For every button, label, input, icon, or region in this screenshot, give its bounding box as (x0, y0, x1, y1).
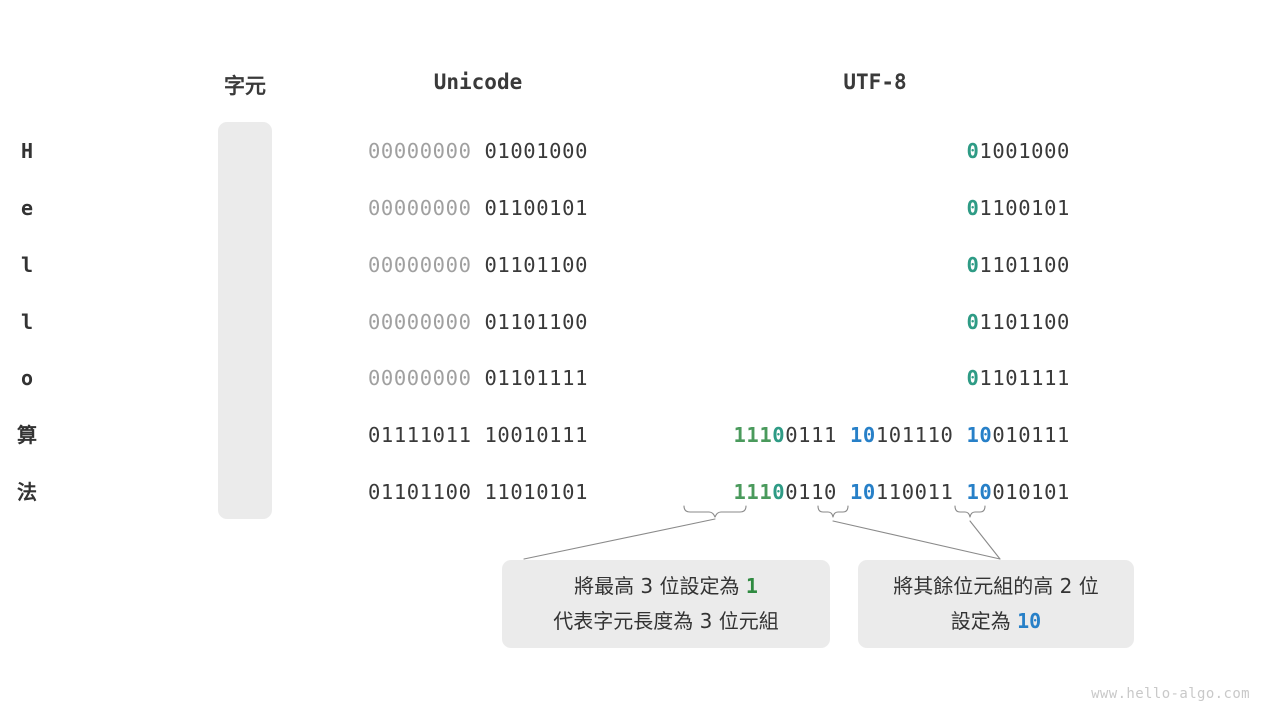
utf8-continuation-marker-bits: 10 (966, 423, 993, 447)
utf8-payload-bits: 1101100 (979, 310, 1070, 334)
unicode-low-byte: 01101100 (484, 253, 589, 277)
unicode-value: 01101100 11010101 (330, 479, 626, 505)
unicode-high-byte: 00000000 (367, 366, 472, 390)
header-utf8: UTF-8 (843, 70, 907, 94)
utf8-continuation-marker-bits: 10 (849, 480, 876, 504)
brace-continuation-byte-3 (954, 505, 986, 518)
unicode-value: 00000000 01101100 (330, 252, 626, 278)
annotation-line: 將其餘位元組的高 2 位 (893, 574, 1099, 598)
leader-line-note-2a (832, 520, 1001, 560)
annotation-line: 將最高 3 位設定為 1 (574, 569, 758, 604)
unicode-high-byte: 00000000 (367, 139, 472, 163)
character-column-panel (218, 122, 272, 519)
character-cell: e (20, 196, 34, 220)
utf8-leading-bit: 0 (966, 253, 980, 277)
unicode-low-byte: 01101100 (484, 310, 589, 334)
utf8-continuation-marker-bits: 10 (849, 423, 876, 447)
character-cell: l (20, 310, 34, 334)
unicode-low-byte: 01100101 (484, 196, 589, 220)
utf8-value: 01101111 (660, 365, 1070, 391)
unicode-low-byte: 10010111 (484, 423, 589, 447)
watermark: www.hello-algo.com (1091, 686, 1250, 702)
utf8-continuation-marker-bits: 10 (966, 480, 993, 504)
character-cell: 算 (17, 423, 37, 447)
annotation-line: 代表字元長度為 3 位元組 (553, 609, 779, 633)
character-cell: l (20, 253, 34, 277)
utf8-payload-bits: 010111 (992, 423, 1070, 447)
utf8-length-marker-bits: 111 (733, 480, 773, 504)
annotation-highlight-value: 1 (745, 574, 758, 598)
annotation-line: 設定為 10 (951, 604, 1041, 639)
unicode-value: 00000000 01001000 (330, 138, 626, 164)
annotation-text: 將最高 3 位設定為 (574, 574, 746, 598)
unicode-value: 00000000 01100101 (330, 195, 626, 221)
utf8-payload-bits: 010101 (992, 480, 1070, 504)
utf8-value: 01100101 (660, 195, 1070, 221)
unicode-high-byte: 00000000 (367, 310, 472, 334)
unicode-low-byte: 11010101 (484, 480, 589, 504)
utf8-value: 01001000 (660, 138, 1070, 164)
leader-line-note-1 (523, 518, 716, 560)
utf8-value: 11100111 10101110 10010111 (660, 422, 1070, 448)
annotation-highlight-value: 10 (1017, 609, 1042, 633)
header-character: 字元 (224, 74, 266, 98)
unicode-low-byte: 01001000 (484, 139, 589, 163)
annotation-box-length-marker: 將最高 3 位設定為 1 代表字元長度為 3 位元組 (502, 560, 830, 648)
unicode-high-byte: 01101100 (367, 480, 472, 504)
utf8-value: 01101100 (660, 309, 1070, 335)
utf8-leading-bit: 0 (966, 310, 980, 334)
utf8-length-marker-bits: 111 (733, 423, 773, 447)
header-unicode: Unicode (433, 70, 523, 94)
unicode-value: 00000000 01101111 (330, 365, 626, 391)
utf8-payload-bits: 1101100 (979, 253, 1070, 277)
utf8-length-terminator-bit: 0 (772, 480, 786, 504)
unicode-high-byte: 00000000 (367, 196, 472, 220)
character-cell: 法 (17, 480, 37, 504)
utf8-value: 11100110 10110011 10010101 (660, 479, 1070, 505)
utf8-length-terminator-bit: 0 (772, 423, 786, 447)
utf8-payload-bits: 101110 (875, 423, 954, 447)
utf8-payload-bits: 1001000 (979, 139, 1070, 163)
character-cell: H (20, 139, 34, 163)
unicode-low-byte: 01101111 (484, 366, 589, 390)
unicode-value: 01111011 10010111 (330, 422, 626, 448)
utf8-leading-bit: 0 (966, 366, 980, 390)
utf8-leading-bit: 0 (966, 139, 980, 163)
unicode-high-byte: 01111011 (367, 423, 472, 447)
utf8-payload-bits: 110011 (875, 480, 954, 504)
brace-length-marker (683, 505, 747, 518)
utf8-payload-bits: 1100101 (979, 196, 1070, 220)
utf8-payload-bits: 0110 (785, 480, 837, 504)
utf8-leading-bit: 0 (966, 196, 980, 220)
character-cell: o (20, 366, 34, 390)
unicode-high-byte: 00000000 (367, 253, 472, 277)
utf8-payload-bits: 1101111 (979, 366, 1070, 390)
unicode-value: 00000000 01101100 (330, 309, 626, 335)
annotation-box-continuation-marker: 將其餘位元組的高 2 位 設定為 10 (858, 560, 1134, 648)
brace-continuation-byte-2 (817, 505, 849, 518)
utf8-value: 01101100 (660, 252, 1070, 278)
utf8-payload-bits: 0111 (785, 423, 837, 447)
annotation-text: 設定為 (950, 609, 1018, 633)
leader-line-note-2b (969, 520, 1001, 560)
